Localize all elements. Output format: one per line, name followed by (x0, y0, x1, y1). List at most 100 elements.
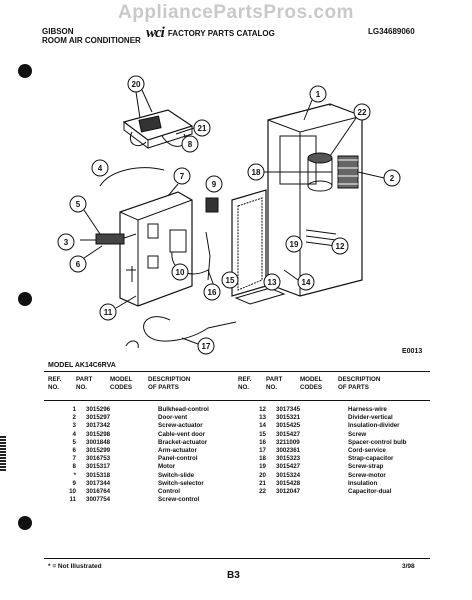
model-codes (120, 496, 158, 504)
callout-2-label: 2 (390, 174, 395, 183)
ref-number: 22 (259, 487, 266, 495)
model-label: MODEL AK14C6RVA (48, 362, 116, 369)
table-header-rule (44, 400, 430, 401)
callout-12-label: 12 (336, 242, 345, 251)
part-description: Capacitor-dual (348, 487, 392, 495)
part-description: Spacer-control bulb (348, 438, 407, 446)
callout-15-label: 15 (226, 276, 235, 285)
ref-number: 19 (259, 463, 266, 471)
binder-hole-top (18, 64, 32, 78)
part-number: 3017344 (86, 479, 111, 487)
capacitor-part (307, 152, 333, 192)
part-description: Motor (158, 463, 176, 471)
callout-6: 6 (69, 245, 103, 273)
callout-22-label: 22 (358, 108, 367, 117)
part-number: 3017342 (86, 422, 111, 430)
callout-11-label: 11 (104, 308, 113, 317)
ref-number: 13 (259, 414, 266, 422)
model-codes (310, 431, 348, 439)
model-codes (120, 439, 158, 447)
edge-barcode (0, 436, 6, 472)
model-codes (120, 414, 158, 422)
model-codes (120, 455, 158, 463)
part-description: Cord-service (348, 446, 386, 454)
table-row: 1 3015296 Bulkhead-control (48, 406, 240, 414)
callout-11: 11 (99, 295, 137, 321)
callout-9: 9 (205, 175, 223, 193)
exploded-parts-diagram: 20 21 8 1 22 4 7 9 18 2 5 3 6 10 19 12 1… (57, 75, 401, 355)
not-illustrated-footnote: * = Not Illustrated (48, 563, 102, 570)
callout-20-label: 20 (132, 80, 141, 89)
ref-number: 5 (72, 438, 76, 446)
part-description: Door-vent (158, 414, 188, 422)
ref-number: 9 (72, 479, 76, 487)
ref-number: 4 (72, 430, 76, 438)
callout-3-label: 3 (64, 238, 69, 247)
part-description: Screw-actuator (158, 422, 203, 430)
ref-number: 17 (259, 446, 266, 454)
figure-code: E0013 (402, 348, 423, 355)
ref-number: 1 (72, 406, 76, 413)
ref-number: 20 (259, 471, 266, 479)
part-number: 3211009 (276, 438, 300, 446)
model-codes (310, 480, 348, 488)
part-description: Harness-wire (348, 406, 387, 413)
callout-17-label: 17 (202, 342, 211, 351)
model-codes (310, 455, 348, 463)
part-description: Switch-selector (158, 479, 204, 487)
service-cord (143, 316, 237, 342)
callout-7: 7 (167, 167, 191, 197)
callout-18: 18 (247, 163, 308, 181)
part-number: 3016764 (86, 487, 111, 495)
model-codes (310, 447, 348, 455)
model-codes (310, 422, 348, 430)
callout-13: 13 (263, 273, 281, 291)
part-description: Screw-strap (348, 463, 384, 471)
part-description: Strap-capacitor (348, 455, 394, 463)
callout-16: 16 (203, 283, 221, 301)
bulkhead-control-part (267, 103, 363, 297)
part-number: 3007754 (86, 496, 111, 504)
product-name: ROOM AIR CONDITIONER (42, 36, 141, 45)
callout-9-label: 9 (212, 180, 217, 189)
part-number: 3015297 (86, 414, 111, 422)
ref-number: 12 (259, 406, 266, 413)
model-codes (310, 488, 348, 496)
ref-number: 10 (69, 487, 76, 495)
callout-18-label: 18 (252, 168, 261, 177)
part-description: Screw-control (158, 496, 200, 504)
actuator-parts (80, 233, 137, 245)
callout-17: 17 (181, 337, 215, 355)
part-description: Cable-vent door (158, 430, 206, 438)
part-description: Bracket-actuator (158, 438, 208, 446)
part-number: 3015296 (86, 406, 111, 413)
callout-4-label: 4 (98, 164, 103, 173)
catalog-title: FACTORY PARTS CATALOG (167, 28, 275, 38)
callout-16-label: 16 (208, 288, 217, 297)
callout-1-label: 1 (316, 90, 321, 99)
callout-2: 2 (357, 169, 401, 187)
catalog-title-block: wci FACTORY PARTS CATALOG (146, 26, 275, 41)
part-number: 3015428 (276, 479, 301, 487)
callout-21: 21 (175, 119, 211, 137)
part-description: Divider-vertical (348, 414, 393, 422)
part-description: Insulation-divider (348, 422, 400, 430)
callout-1: 1 (303, 85, 327, 121)
callout-8: 8 (181, 135, 199, 153)
revision-date: 3/98 (402, 563, 415, 570)
callout-20: 20 (127, 75, 153, 119)
part-description: Bulkhead-control (158, 406, 209, 413)
